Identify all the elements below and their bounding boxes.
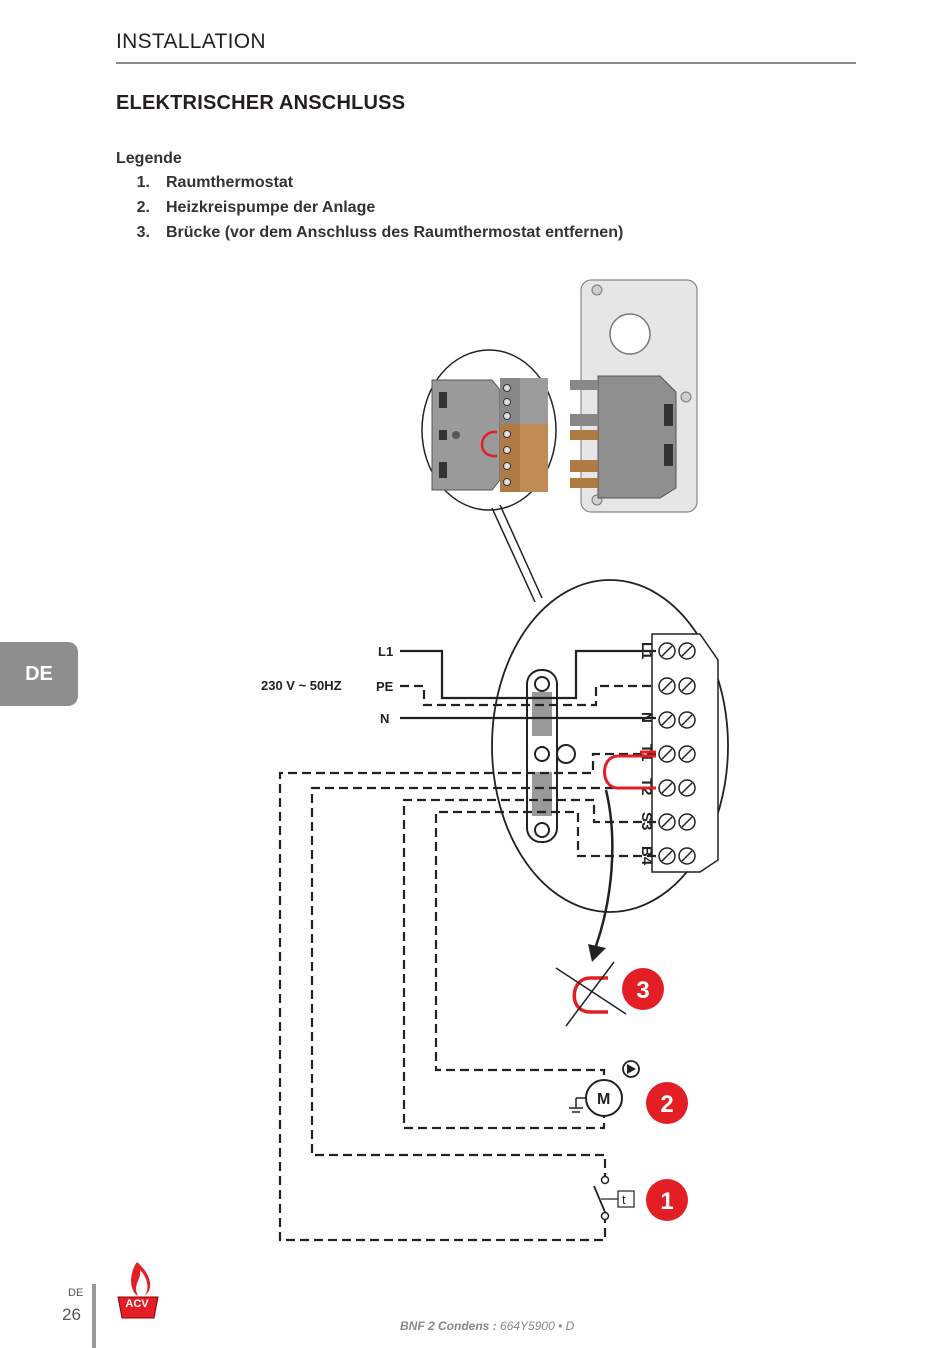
legend-item-number: 2. [136,199,150,216]
page-title: ELEKTRISCHER ANSCHLUSS [116,92,406,114]
zoom-circle-small [421,349,557,511]
pump-motor-icon [569,1060,640,1117]
wire-label-pe: PE [376,679,394,694]
thermostat-switch-icon [593,1175,635,1221]
language-tab: DE [0,642,78,706]
terminal-label-s3: S3 [638,812,655,830]
footer-divider [92,1284,96,1348]
legend-item-label: Heizkreispumpe der Anlage [166,199,376,216]
motor-symbol: M [597,1091,610,1108]
legend-item: 2. Heizkreispumpe der Anlage [116,199,623,224]
legend-item: 1. Raumthermostat [116,174,623,199]
legend-item-label: Brücke (vor dem Anschluss des Raumthermo… [166,224,624,241]
document-code: 664Y5900 • D [500,1319,575,1333]
control-box-illustration [570,279,698,513]
supply-wiring [400,649,656,720]
callout-number-2: 2 [660,1091,673,1118]
removed-bridge-icon [555,961,627,1027]
terminal-block [651,633,719,873]
zoom-circle-large [491,579,729,913]
legend-heading: Legende [116,150,182,167]
legend-item: 3. Brücke (vor dem Anschluss des Raumthe… [116,224,624,249]
logo-text: ACV [125,1298,149,1310]
section-label: INSTALLATION [116,30,266,53]
legend: Legende 1. Raumthermostat 2. Heizkreispu… [116,150,623,249]
callout-badge-3 [622,968,664,1010]
wire-label-n: N [380,711,389,726]
callout-badge-2 [646,1082,688,1124]
legend-item-number: 3. [136,224,150,241]
footer-language: DE [68,1287,84,1299]
wire-label-l1: L1 [378,644,393,659]
terminal-label-b4: B4 [638,846,655,866]
supply-voltage-label: 230 V ~ 50HZ [261,678,342,693]
legend-item-number: 1. [136,174,150,191]
page-number: 26 [62,1305,81,1324]
thermostat-symbol: t [622,1192,626,1207]
mounting-rail [526,669,576,843]
document-prefix: BNF 2 Condens : [400,1319,497,1333]
callout-number-3: 3 [636,977,649,1004]
acv-logo [117,1262,159,1319]
callout-number-1: 1 [660,1188,673,1215]
bridge-wire [603,754,656,790]
document-reference: BNF 2 Condens : 664Y5900 • D [400,1319,574,1333]
callout-badge-1 [646,1179,688,1221]
legend-item-label: Raumthermostat [166,174,294,191]
arrow-icon [594,789,614,947]
header-rule [116,62,856,64]
